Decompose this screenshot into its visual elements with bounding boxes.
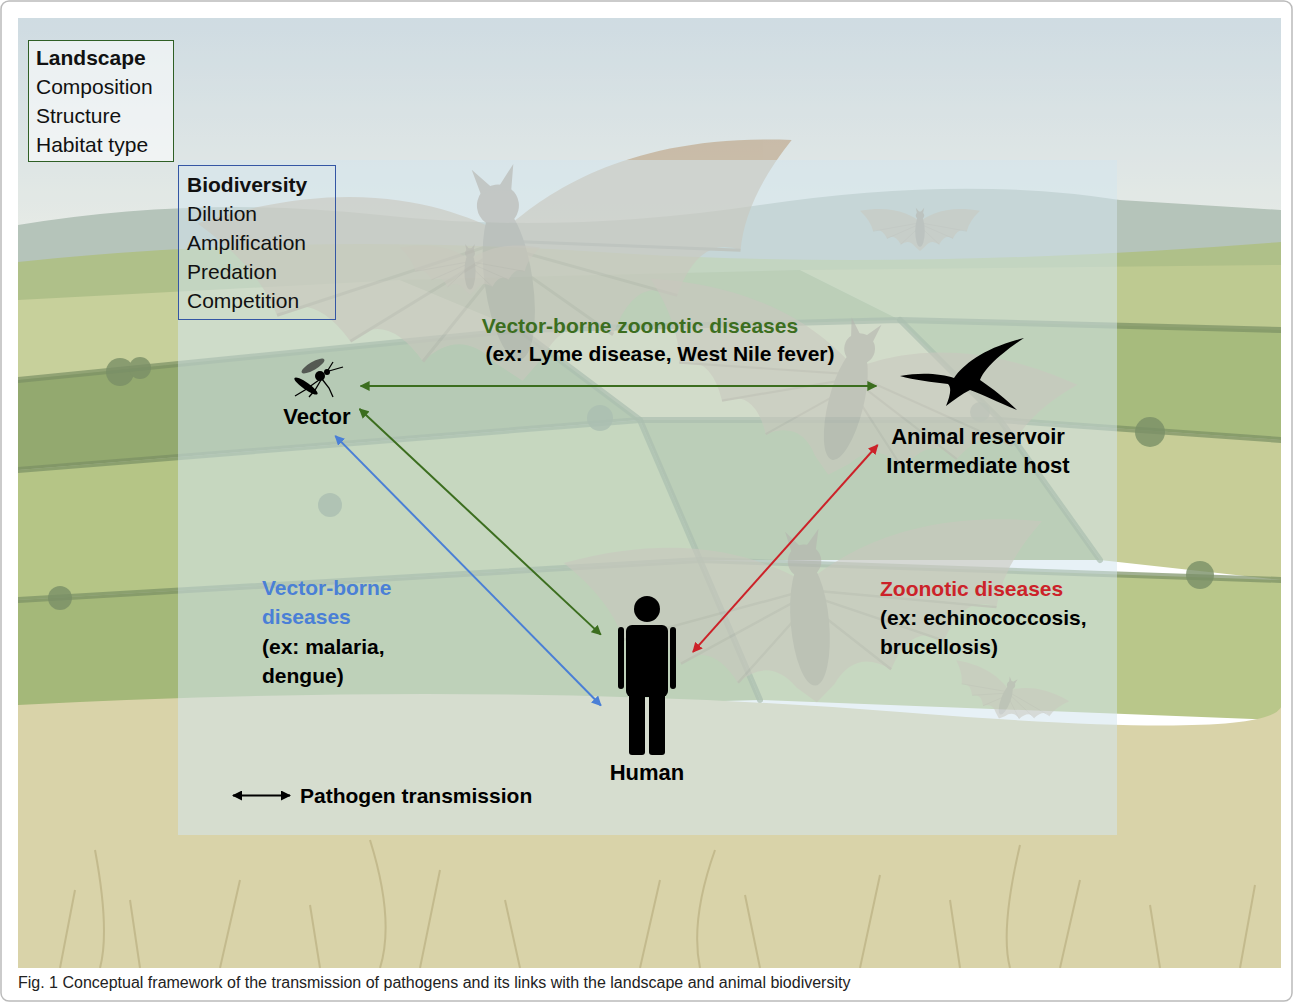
node-label: Intermediate host (886, 451, 1069, 480)
node-label: Animal reservoir (886, 422, 1069, 451)
box-heading: Biodiversity (187, 170, 327, 199)
legend-text: Pathogen transmission (300, 781, 532, 810)
transmission-arrow (335, 436, 601, 706)
human-icon (618, 596, 676, 755)
figure-caption: Fig. 1 Conceptual framework of the trans… (18, 973, 850, 993)
box-heading: Landscape (36, 43, 166, 72)
bird-icon (900, 338, 1024, 410)
example-diseases: (ex: malaria, dengue) (262, 632, 422, 690)
mosquito-icon (322, 379, 333, 397)
legend-samples (233, 795, 290, 796)
biodiversity-box: BiodiversityDilution Amplification Preda… (178, 165, 336, 320)
example-diseases: (ex: Lyme disease, West Nile fever) (486, 339, 835, 368)
vector-node: Vector (277, 352, 356, 433)
mosquito-icon (324, 369, 330, 375)
disease-type-label: Zoonotic diseases (880, 574, 1063, 603)
reservoir-node: Animal reservoirIntermediate host (880, 348, 1075, 482)
box-list: Dilution Amplification Predation Competi… (187, 199, 327, 315)
node-label: Vector (283, 402, 350, 431)
mosquito-icon (315, 371, 325, 381)
mosquito-icon (293, 375, 320, 397)
human-icon (626, 625, 668, 697)
disease-type-label: Vector-borne zoonotic diseases (482, 311, 798, 340)
biodiversity-overlay (178, 160, 1117, 835)
mosquito-icon (295, 362, 343, 397)
mosquito-icon (309, 380, 321, 397)
human-icon (618, 627, 624, 689)
transmission-arrows (335, 386, 877, 705)
legend-arrow-sample (233, 795, 290, 797)
mosquito-icon (329, 367, 343, 371)
mosquito-icon (328, 362, 333, 370)
landscape-box: LandscapeComposition Structure Habitat t… (28, 40, 174, 162)
human-icon (634, 596, 660, 622)
mosquito-icon (293, 356, 343, 397)
example-diseases: (ex: echinococcosis, brucellosis) (880, 603, 1110, 661)
node-label: Human (610, 758, 685, 787)
human-icon (629, 693, 645, 755)
bird-icon (900, 338, 1024, 410)
human-node: Human (604, 590, 691, 789)
transmission-arrow (693, 445, 878, 652)
landscape-photo (18, 18, 1281, 968)
box-list: Composition Structure Habitat type (36, 72, 166, 159)
transmission-arrow (360, 409, 601, 635)
landscape-photo (18, 18, 1281, 968)
mosquito-icon (295, 380, 319, 396)
human-icon (649, 693, 665, 755)
disease-type-label: Vector-borne diseases (262, 573, 422, 631)
human-icon (670, 627, 676, 689)
transmission-arrow (361, 385, 877, 387)
